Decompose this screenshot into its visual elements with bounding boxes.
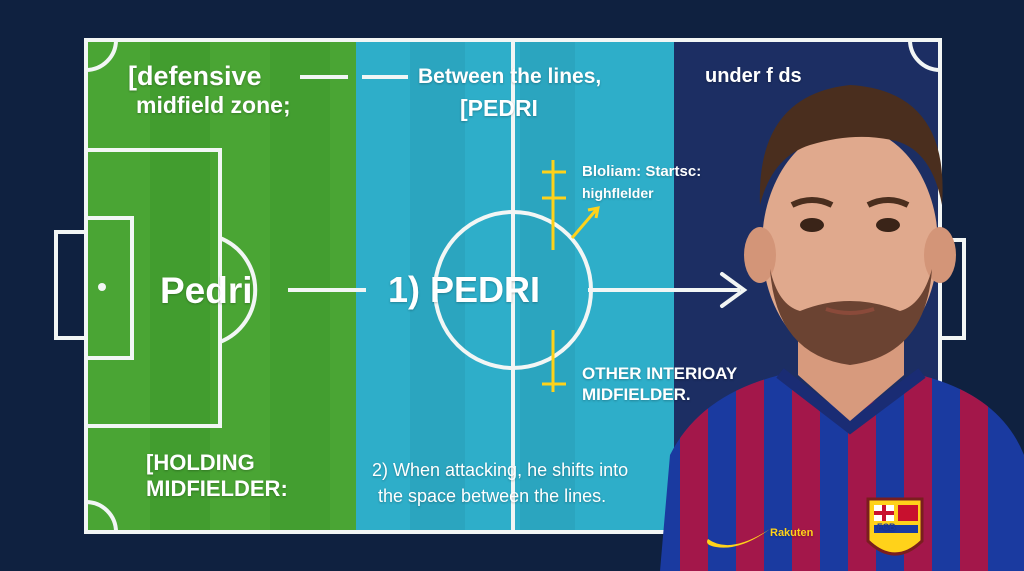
face [762, 127, 938, 363]
ear [924, 227, 956, 283]
ear [744, 227, 776, 283]
pointer-arrowhead-icon [587, 206, 600, 219]
left-goal [54, 230, 88, 340]
zone-stripe [520, 40, 575, 532]
zone-stripe [410, 40, 465, 532]
nike-swoosh-icon [707, 529, 770, 548]
defensive-zone-label-2: midfield zone; [136, 92, 291, 118]
hair [759, 85, 943, 205]
fcb-crest-icon [866, 497, 924, 556]
defensive-zone-label: [defensive [128, 61, 262, 91]
left-penalty-arc [219, 236, 258, 344]
player-portrait [660, 85, 1024, 571]
left-penalty-spot [98, 283, 106, 291]
eyebrow [866, 197, 910, 208]
under-pressure-label: under f ds [705, 65, 802, 87]
zone-stripe [270, 40, 330, 532]
holding-mid-label-2: MIDFIELDER: [146, 476, 288, 501]
crest-text: FCB [877, 522, 896, 532]
mouth [825, 307, 875, 315]
jersey-collar [776, 368, 926, 435]
arrowhead-icon [720, 272, 748, 308]
beard [770, 269, 932, 365]
center-player-label: 1) PEDRI [388, 269, 541, 310]
between-lines-label: Between the lines, [418, 65, 602, 88]
attacking-note-2: the space between the lines. [378, 486, 607, 506]
left-player-label: Pedri [160, 270, 253, 311]
note-bottom-line-2: MIDFIELDER. [582, 385, 691, 404]
pedri-top-label: [PEDRI [460, 95, 538, 121]
corner-arc [85, 500, 118, 533]
note-top-line-1: Bloliam: Startsc: [582, 163, 702, 180]
attacking-note-1: 2) When attacking, he shifts into [372, 460, 629, 480]
note-bottom-line-1: OTHER INTERIOAY [582, 364, 738, 383]
corner-arc [85, 39, 118, 72]
annotation-pointer [570, 209, 598, 239]
eyebrow [790, 197, 834, 208]
note-top-line-2: highflelder [582, 185, 654, 201]
corner-arc [908, 39, 941, 72]
eye [876, 218, 900, 232]
zone-stripe [150, 40, 210, 532]
holding-mid-label: [HOLDING [146, 450, 255, 475]
eye [800, 218, 824, 232]
shirt-sponsor-text: Rakuten [770, 527, 814, 539]
